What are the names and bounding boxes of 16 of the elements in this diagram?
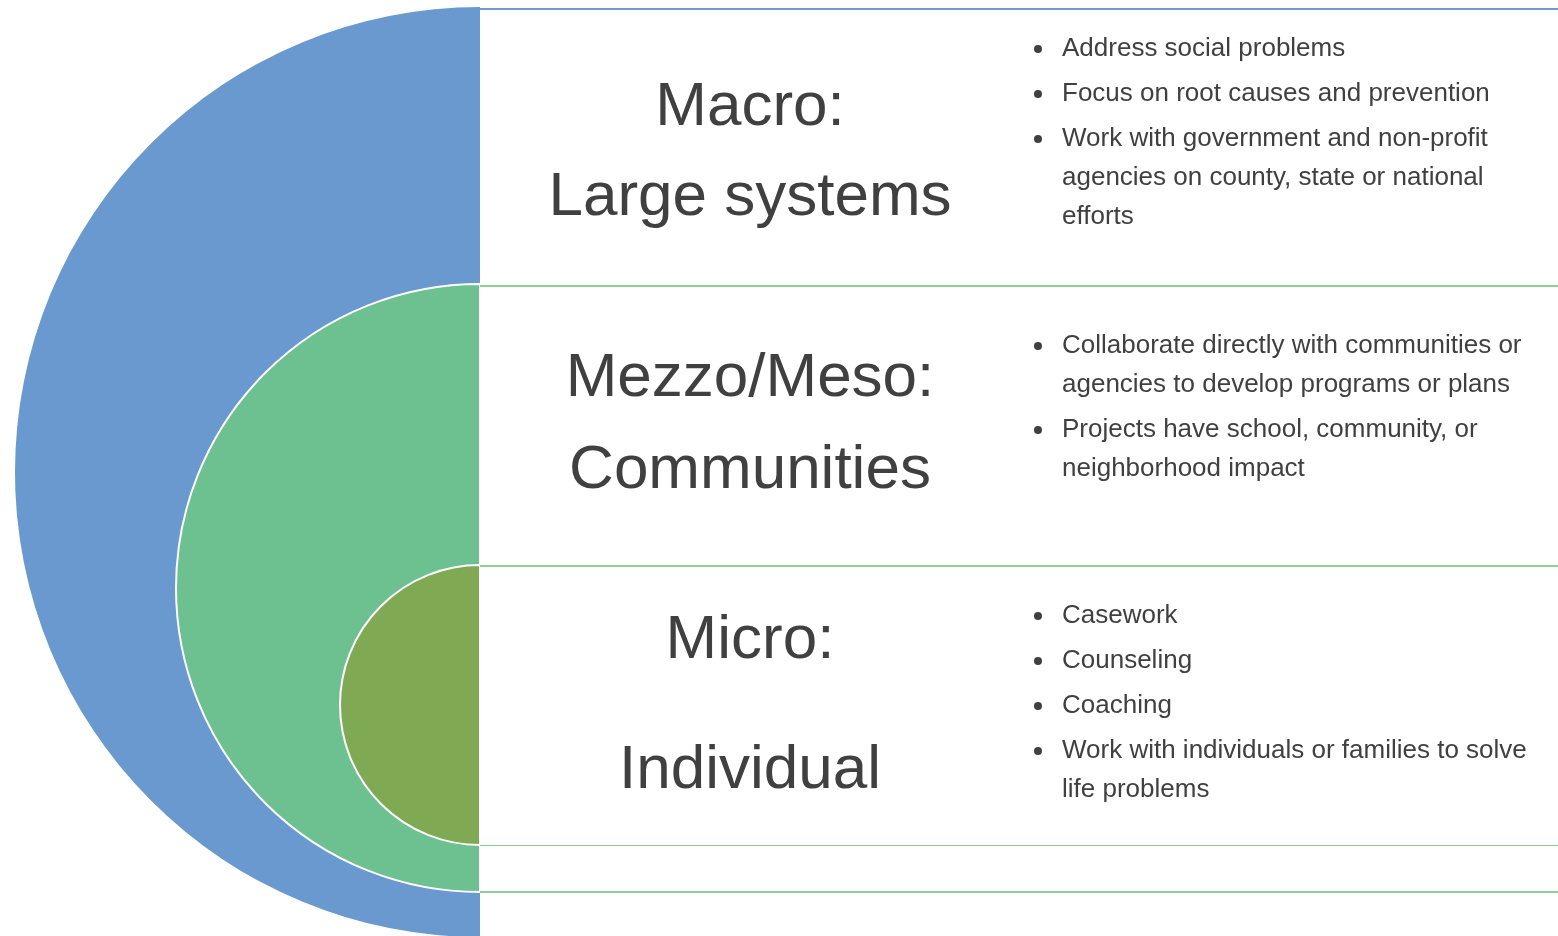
level-panel [480, 565, 1558, 845]
level-heading: Micro: [664, 601, 836, 673]
level-heading: Macro: [654, 68, 846, 140]
bullet-text: Casework [1062, 598, 1179, 631]
bullet-text: Collaborate directly with communities or agencies to develop programs or plans [1062, 328, 1523, 400]
level-heading: Large systems [547, 158, 953, 230]
level-heading: Communities [568, 431, 932, 503]
bullet-text: Counseling [1062, 643, 1194, 676]
bullet-text: Work with individuals or families to solve life problems [1062, 733, 1528, 805]
bullet-text: Focus on root causes and prevention [1062, 76, 1491, 109]
bullet-text: Address social problems [1062, 31, 1347, 64]
bullet-text: Projects have school, community, or neighborhood impact [1062, 412, 1479, 484]
level-heading: Individual [618, 731, 882, 803]
bullet-text: Coaching [1062, 688, 1173, 721]
level-heading: Mezzo/Meso: [564, 339, 936, 411]
bullet-text: Work with government and non-profit agencies on county, state or national efforts [1062, 121, 1489, 232]
